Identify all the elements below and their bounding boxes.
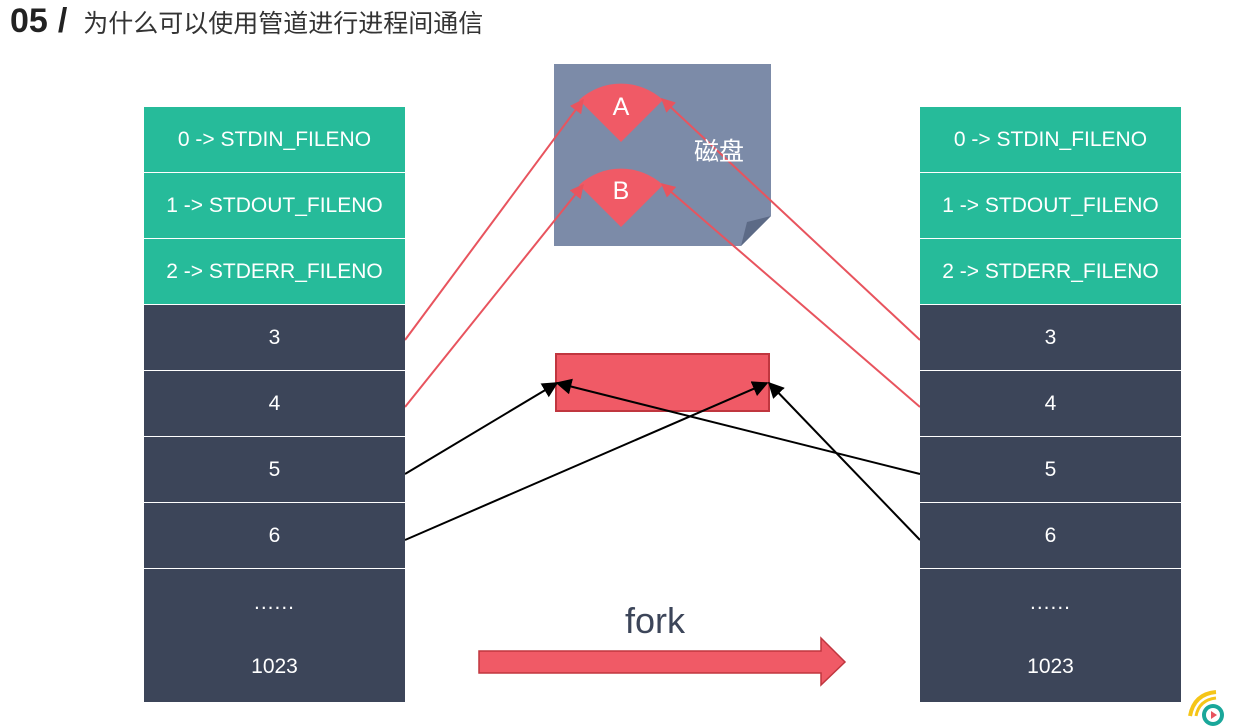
fork-label: fork	[624, 600, 685, 641]
slide-number: 05	[10, 2, 48, 40]
fd-entry-3: 3	[144, 305, 405, 371]
fd-entry-5: 5	[144, 437, 405, 503]
slide-title-text: 为什么可以使用管道进行进程间通信	[83, 9, 484, 38]
arrow-right-fd3-to-sector-a	[660, 98, 921, 341]
sector-b-label: B	[612, 177, 630, 205]
child-fd-table: 0 -> STDIN_FILENO 1 -> STDOUT_FILENO 2 -…	[920, 107, 1181, 702]
pipe-buffer	[555, 353, 770, 412]
fd-ellipsis: ......	[1029, 591, 1071, 614]
fd-entry-4: 4	[144, 371, 405, 437]
parent-fd-table: 0 -> STDIN_FILENO 1 -> STDOUT_FILENO 2 -…	[144, 107, 405, 702]
fd-entry-stdout: 1 -> STDOUT_FILENO	[920, 173, 1181, 239]
fd-entry-stdout: 1 -> STDOUT_FILENO	[144, 173, 405, 239]
sector-a-label: A	[612, 93, 630, 121]
fd-entry-6: 6	[920, 503, 1181, 569]
title-separator: /	[57, 2, 68, 40]
fd-entry-stderr: 2 -> STDERR_FILENO	[920, 239, 1181, 305]
sector-a	[579, 83, 663, 142]
sector-b	[579, 168, 663, 227]
disk-folded-corner	[741, 216, 771, 246]
fork-arrow	[478, 636, 847, 687]
fd-entry-4: 4	[920, 371, 1181, 437]
arrow-right-fd6-to-pipe	[767, 381, 921, 541]
brand-logo-icon	[1188, 690, 1224, 726]
fd-table-tail: ...... 1023	[144, 569, 405, 702]
fd-entry-stderr: 2 -> STDERR_FILENO	[144, 239, 405, 305]
slide-title: 05 / 为什么可以使用管道进行进程间通信	[10, 2, 483, 42]
fd-entry-6: 6	[144, 503, 405, 569]
fd-table-tail: ...... 1023	[920, 569, 1181, 702]
arrow-left-fd3-to-sector-a	[404, 98, 584, 341]
fd-entry-stdin: 0 -> STDIN_FILENO	[920, 107, 1181, 173]
fd-entry-3: 3	[920, 305, 1181, 371]
arrow-left-fd6-to-pipe	[404, 381, 769, 541]
arrow-left-fd5-to-pipe	[404, 382, 559, 475]
fd-entry-5: 5	[920, 437, 1181, 503]
disk-label: 磁盘	[694, 137, 745, 166]
fd-entry-1023: 1023	[1027, 655, 1074, 678]
fd-entry-stdin: 0 -> STDIN_FILENO	[144, 107, 405, 173]
fd-ellipsis: ......	[253, 591, 295, 614]
arrow-right-fd4-to-sector-b	[660, 183, 921, 408]
arrow-left-fd4-to-sector-b	[404, 183, 584, 408]
fd-entry-1023: 1023	[251, 655, 298, 678]
arrow-right-fd5-to-pipe	[555, 378, 921, 475]
